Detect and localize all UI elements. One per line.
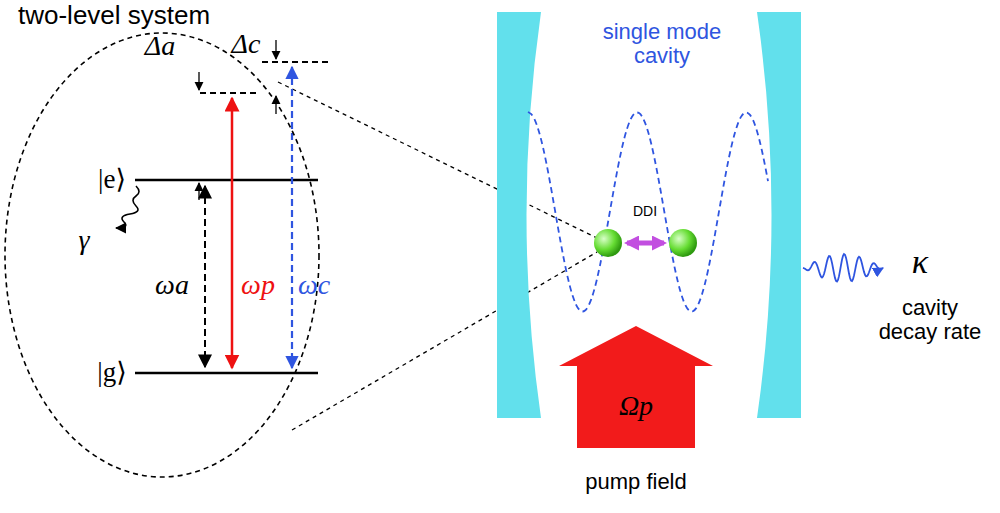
inset-circle: two-level system (4, 32, 320, 478)
detuning-label: Δa (145, 30, 175, 61)
decay-label: γ (78, 224, 89, 255)
state-label-holder: |e⟩ (98, 165, 126, 195)
detuning-label-holder: Δc (232, 29, 261, 60)
detuning-arrow (275, 96, 276, 114)
decay-rate-caption: cavity decay rate (879, 295, 982, 344)
cavity-transition-arrow (291, 67, 293, 368)
output-wave (803, 254, 883, 281)
state-label: |g⟩ (97, 357, 126, 387)
frequency-label-holder: ωa (155, 270, 189, 301)
zoom-line (278, 82, 597, 238)
output-wave-line (803, 254, 883, 281)
ground-level (135, 372, 318, 375)
detuning-label-holder: Δa (145, 31, 175, 62)
pump-arrow (559, 326, 713, 448)
frequency-label: ωc (298, 269, 330, 300)
detuning-arrow (198, 183, 199, 200)
detuning-arrow (275, 40, 276, 59)
decay-label-holder: γ (78, 225, 89, 256)
ddi-arrow (627, 241, 664, 246)
inset-ellipse (5, 33, 319, 477)
pump-caption: pump field (585, 469, 687, 494)
atom (594, 229, 622, 257)
state-label-holder: |g⟩ (97, 358, 126, 388)
cavity-mode (528, 112, 768, 312)
frequency-label: ωp (241, 269, 275, 300)
interaction-label: DDI (633, 203, 657, 219)
detuning-label: Δc (232, 28, 261, 59)
pump-symbol: Ωp (619, 390, 653, 421)
interaction-label-holder: DDI (633, 204, 657, 219)
cavity-level (262, 61, 332, 63)
pump-symbol-holder: Ωp (619, 391, 653, 422)
cavity-mirror (757, 12, 801, 418)
zoom-line (292, 252, 597, 430)
frequency-label: ωa (155, 269, 189, 300)
atom (669, 229, 697, 257)
standing-wave (528, 112, 768, 312)
inset-title: two-level system (18, 0, 210, 30)
cavity-title: single mode cavity (603, 19, 722, 68)
frequency-label-holder: ωp (241, 270, 275, 301)
cavity-title-holder: single mode cavity (600, 20, 725, 68)
pump-caption-holder: pump field (585, 470, 687, 494)
excited-level (135, 179, 318, 182)
detuning-arrow (198, 72, 199, 90)
decay-rate-symbol-holder: κ (912, 243, 928, 280)
cavity-mirror (497, 12, 541, 418)
inset-outline (4, 32, 320, 478)
pump-level (200, 92, 258, 94)
decay-rate-caption-holder: cavity decay rate (870, 296, 990, 344)
state-label: |e⟩ (98, 164, 126, 194)
pump-transition-arrow (231, 98, 234, 368)
frequency-label-holder: ωc (298, 270, 330, 301)
inset-title-holder: two-level system (18, 0, 210, 31)
atom-transition-arrow (204, 186, 206, 367)
decay-rate-symbol: κ (912, 243, 928, 280)
